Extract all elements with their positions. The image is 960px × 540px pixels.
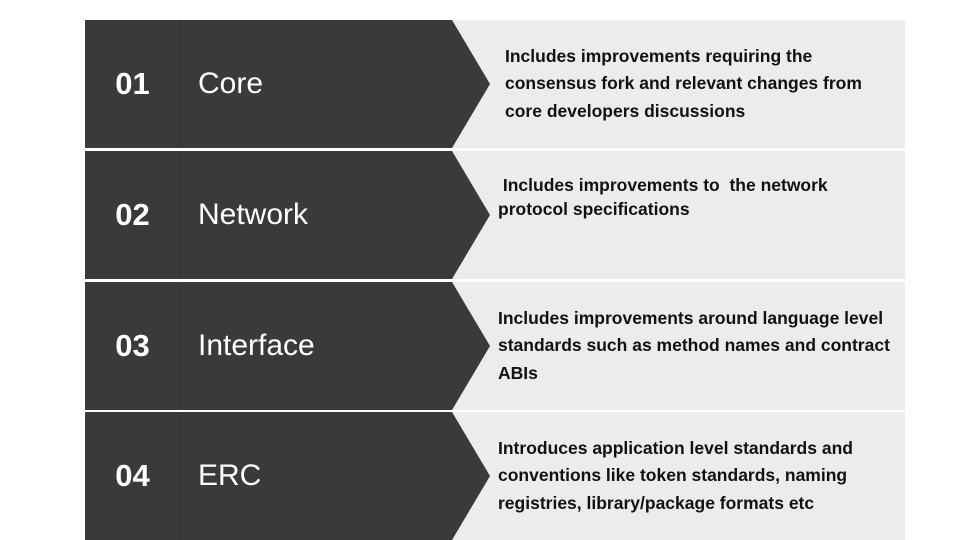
category-title: ERC bbox=[198, 459, 262, 492]
category-row-erc: 04 ERC Introduces application level stan… bbox=[85, 412, 905, 540]
description-text: Introduces application level standards a… bbox=[498, 437, 853, 513]
category-description: Includes improvements around language le… bbox=[498, 282, 898, 410]
row-number: 01 bbox=[115, 66, 150, 101]
category-title: Network bbox=[198, 198, 309, 231]
category-description: Includes improvements requiring the cons… bbox=[505, 20, 865, 148]
row-number: 03 bbox=[115, 328, 150, 363]
chevron-arrow-shape bbox=[180, 282, 490, 410]
category-title: Interface bbox=[198, 329, 315, 362]
number-box bbox=[85, 20, 180, 148]
category-row-network: 02 Network Includes improvements to the … bbox=[85, 151, 905, 279]
category-row-interface: 03 Interface Includes improvements aroun… bbox=[85, 282, 905, 410]
number-box bbox=[85, 151, 180, 279]
chevron-arrow-shape bbox=[180, 412, 490, 540]
category-description: Includes improvements to the network pro… bbox=[498, 151, 868, 279]
category-title: Core bbox=[198, 67, 264, 100]
chevron-arrow-shape bbox=[180, 20, 490, 148]
number-box bbox=[85, 282, 180, 410]
number-box bbox=[85, 412, 180, 540]
category-description: Introduces application level standards a… bbox=[498, 412, 898, 540]
chevron-arrow-shape bbox=[180, 151, 490, 279]
category-row-core: 01 Core Includes improvements requiring … bbox=[85, 20, 905, 148]
description-text: Includes improvements to the network pro… bbox=[498, 175, 833, 219]
description-text: Includes improvements requiring the cons… bbox=[505, 45, 862, 121]
description-text: Includes improvements around language le… bbox=[498, 307, 890, 383]
row-number: 04 bbox=[115, 458, 150, 493]
row-number: 02 bbox=[115, 197, 150, 232]
